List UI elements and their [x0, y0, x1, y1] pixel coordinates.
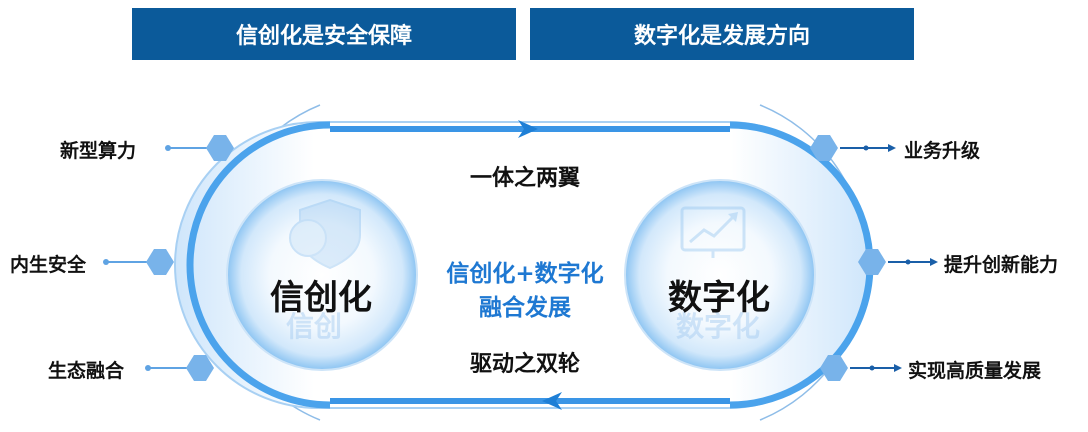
hexagon-icon	[206, 135, 234, 161]
center-main-line2: 融合发展	[479, 295, 571, 321]
center-main-line1: 信创化+数字化	[446, 261, 604, 287]
left-connector-2	[103, 249, 174, 275]
hexagon-icon	[858, 249, 886, 275]
hexagon-icon	[820, 355, 848, 381]
top-phrase: 一体之两翼	[469, 166, 580, 191]
flow-bar-bottom	[330, 398, 730, 404]
arrow-right-icon	[518, 120, 538, 138]
right-circle-title: 数字化	[668, 278, 770, 318]
right-connector-1	[810, 135, 896, 161]
left-circle	[226, 179, 418, 371]
left-circle-title: 信创化	[270, 278, 372, 318]
arrow-left-icon	[542, 392, 562, 410]
monitor-chart-icon	[680, 206, 746, 258]
pill-edge-left	[186, 121, 331, 409]
shield-icon	[289, 198, 361, 270]
left-ghost-text: 信创	[286, 310, 343, 343]
right-connector-2	[858, 249, 938, 275]
right-label-quality-growth: 实现高质量发展	[908, 360, 1042, 382]
left-label-ecosystem: 生态融合	[48, 360, 125, 382]
hexagon-icon	[810, 135, 838, 161]
right-ghost-text: 数字化	[676, 310, 761, 343]
right-circle	[624, 179, 816, 371]
right-label-innovation: 提升创新能力	[944, 254, 1059, 276]
left-label-security: 内生安全	[10, 254, 87, 276]
banner-right: 数字化是发展方向	[530, 8, 914, 60]
hexagon-icon	[186, 355, 214, 381]
right-connector-3	[820, 355, 902, 381]
bottom-phrase: 驱动之双轮	[469, 352, 580, 377]
left-label-compute: 新型算力	[60, 140, 137, 162]
left-connector-3	[145, 355, 214, 381]
banner-left: 信创化是安全保障	[132, 8, 516, 60]
left-connector-1	[165, 135, 234, 161]
right-label-business-upgrade: 业务升级	[904, 140, 981, 162]
hexagon-icon	[146, 249, 174, 275]
